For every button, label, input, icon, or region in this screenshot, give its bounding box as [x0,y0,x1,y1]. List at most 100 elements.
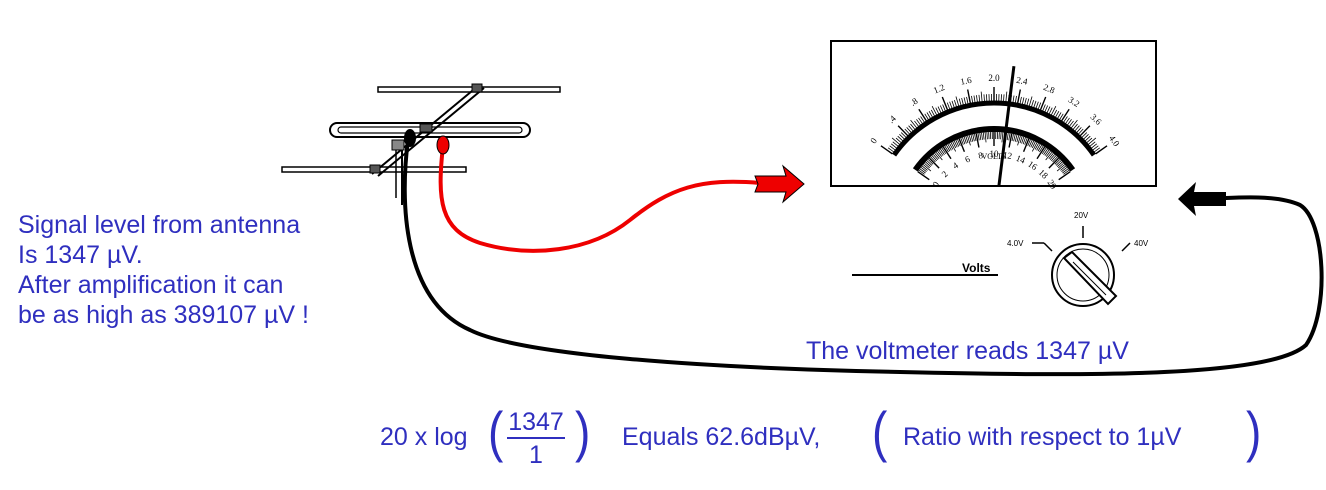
lower-scale-tick [931,155,937,162]
upper-scale-tick [939,105,944,113]
lower-scale-tick [1041,147,1047,155]
lower-scale-tick [982,132,985,140]
lower-scale-tick [942,146,952,160]
range-option-20v[interactable]: 20V [1074,211,1089,220]
upper-scale-tick [916,119,921,126]
range-tick-40v [1121,242,1131,252]
lower-scale-tick [925,161,932,167]
fraction-bar [507,437,565,439]
upper-scale-tick [887,147,895,153]
lower-scale-label: 12 [1002,150,1013,162]
upper-scale-tick [937,106,942,114]
upper-scale-tick [908,125,914,132]
lower-scale-tick [921,165,928,171]
upper-scale-tick [1079,125,1091,137]
lower-scale-tick [930,156,936,163]
lower-scale-tick [950,142,957,152]
upper-scale-tick [1091,143,1098,149]
upper-scale-tick [926,112,931,119]
upper-scale-tick [1005,91,1008,102]
black-lead-arrow [1178,182,1226,216]
lower-scale-label: 10 [990,149,1000,159]
range-option-40v[interactable]: 40V [1134,239,1149,248]
upper-scale-tick [1083,134,1089,140]
annotation-line-4: be as high as 389107 µV ! [18,301,310,329]
lower-scale-tick [1061,167,1068,173]
formula-fraction: 1347 1 [507,409,565,469]
lower-scale-tick [1049,154,1055,161]
lower-scale-tick [1039,145,1044,153]
lower-scale-tick [1063,169,1070,175]
lower-scale-tick [1058,171,1071,181]
lower-scale-tick [977,133,980,141]
lower-scale-label: 14 [1015,153,1028,166]
lower-scale-tick [975,133,980,148]
upper-scale-tick [1019,96,1022,104]
ratio-note: Ratio with respect to 1µV [903,423,1182,451]
upper-scale-tick [1028,96,1033,107]
black-probe-clip [404,129,416,147]
lower-scale-arc [912,126,1076,172]
lower-scale-tick [949,143,954,150]
upper-scale-label: 0 [868,136,879,146]
lower-scale-tick [1045,151,1053,161]
lower-scale-tick [944,145,949,153]
upper-scale-label: 2.4 [1016,75,1029,87]
meter-unit-label: VOLTS [981,152,1006,161]
lower-scale-tick [1060,165,1067,171]
range-label: Volts [962,261,991,275]
lower-scale-tick [1036,144,1041,151]
red-lead-arrow [754,164,805,204]
lower-scale-tick [1028,140,1033,147]
formula-prefix: 20 x log [380,423,468,451]
upper-scale-tick [978,94,981,102]
upper-scale-tick [1042,104,1046,112]
lower-scale-tick [1019,136,1023,144]
upper-scale-tick [890,143,897,149]
lower-scale-tick [972,134,975,142]
range-option-4v[interactable]: 4.0V [1007,239,1024,248]
upper-scale-tick [1070,119,1078,129]
upper-scale-tick [924,113,929,120]
upper-scale-tick [1048,107,1053,115]
upper-scale-tick [963,97,967,105]
lower-scale-tick [1058,162,1064,169]
lower-scale-tick [927,159,934,165]
lower-scale-tick [981,132,983,140]
upper-scale-tick [930,109,935,117]
lower-scale-tick [970,134,974,142]
upper-scale-tick [897,125,909,137]
lower-scale-tick [1017,135,1021,146]
lower-scale-tick [1044,149,1050,156]
red-lead-wire [438,144,762,253]
lower-scale-tick [1048,157,1060,169]
upper-scale-tick [880,145,893,155]
upper-scale-tick [983,94,985,102]
upper-scale-tick [1033,100,1037,108]
upper-scale-tick [1024,97,1027,105]
lower-scale-tick [1031,141,1036,149]
upper-scale-tick [1021,97,1025,105]
upper-scale-tick [1059,113,1064,120]
upper-scale-tick [910,123,916,130]
lower-scale-tick [1027,139,1031,147]
ratio-close-paren: ) [1246,400,1262,464]
lower-scale-tick [941,147,947,155]
upper-scale-tick [1003,94,1005,102]
lower-scale-label: 2 [940,169,950,179]
lower-scale-tick [919,168,926,174]
lower-scale-tick [1008,133,1011,141]
lower-scale-tick [1016,135,1020,143]
lower-scale-tick [957,139,961,147]
lower-scale-tick [979,133,982,141]
range-tick-4v [1043,242,1053,252]
lower-scale-tick [1030,140,1035,148]
lower-scale-tick [1051,155,1057,162]
lower-scale-tick [938,149,944,156]
lower-scale-tick [967,135,971,146]
lower-scale-tick [917,171,930,181]
upper-scale-tick [914,120,920,127]
upper-scale-tick [891,137,900,145]
upper-scale-label: 2.8 [1042,82,1057,96]
